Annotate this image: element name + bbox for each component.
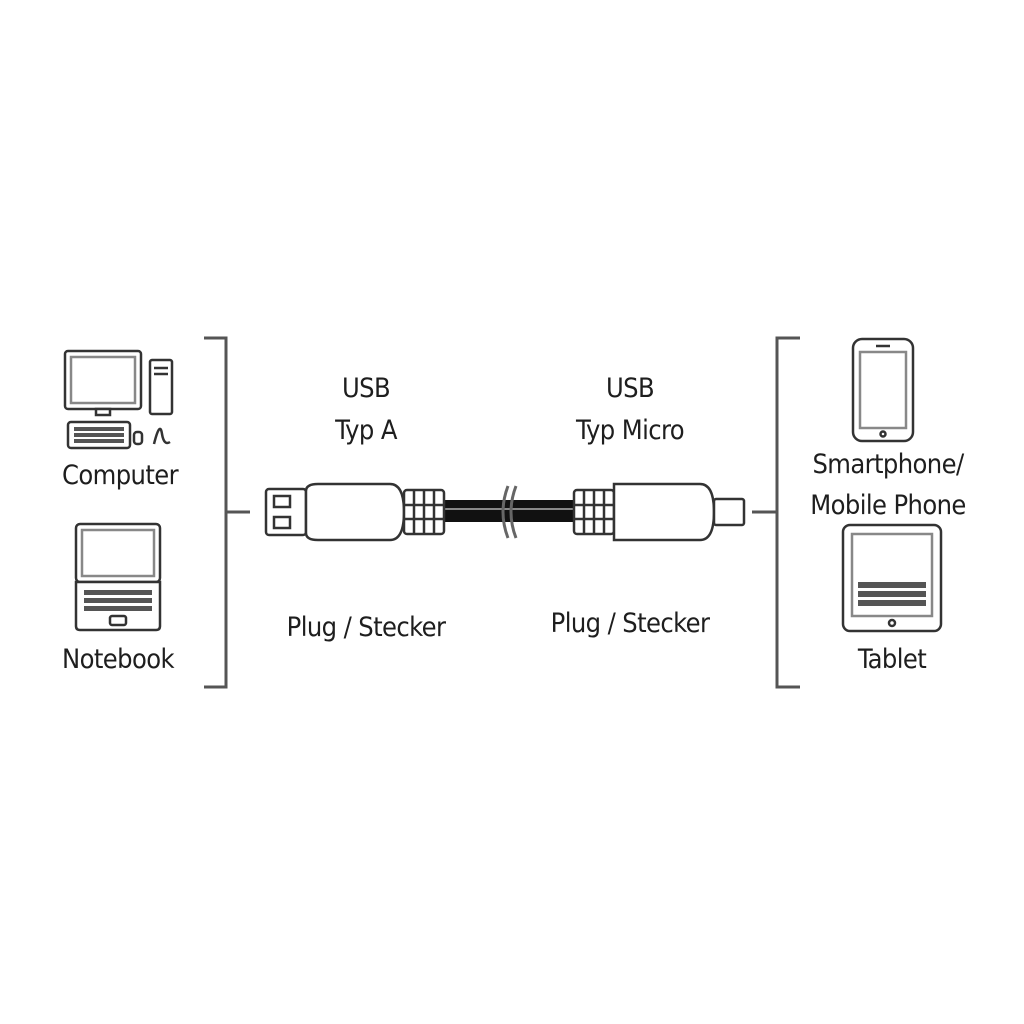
- connector-a-kind: Plug / Stecker: [286, 612, 446, 643]
- connector-b-name-line-2: Typ Micro: [575, 415, 685, 446]
- tablet-icon: [840, 522, 944, 634]
- device-label-computer: Computer: [62, 460, 179, 491]
- device-label-notebook: Notebook: [62, 644, 175, 675]
- left-bracket: [204, 336, 250, 689]
- connector-b-kind: Plug / Stecker: [550, 608, 710, 639]
- device-label-smartphone-line-2: Mobile Phone: [810, 490, 966, 521]
- desktop-computer-icon: [62, 348, 182, 452]
- cable-wire: [444, 485, 574, 539]
- usb-a-plug-icon: [264, 482, 446, 542]
- connector-a-name-line-1: USB: [341, 373, 391, 404]
- device-label-tablet: Tablet: [857, 644, 927, 675]
- connector-b-name: USB Typ Micro: [530, 368, 730, 452]
- connector-a-name-line-2: Typ A: [335, 415, 397, 446]
- device-label-smartphone: Smartphone/ Mobile Phone: [778, 444, 998, 526]
- right-bracket: [752, 336, 800, 689]
- device-label-smartphone-line-1: Smartphone/: [812, 449, 964, 480]
- connector-b-name-line-1: USB: [605, 373, 655, 404]
- smartphone-icon: [850, 336, 916, 444]
- micro-usb-plug-icon: [572, 482, 746, 542]
- connector-a-name: USB Typ A: [286, 368, 446, 452]
- laptop-icon: [72, 520, 164, 632]
